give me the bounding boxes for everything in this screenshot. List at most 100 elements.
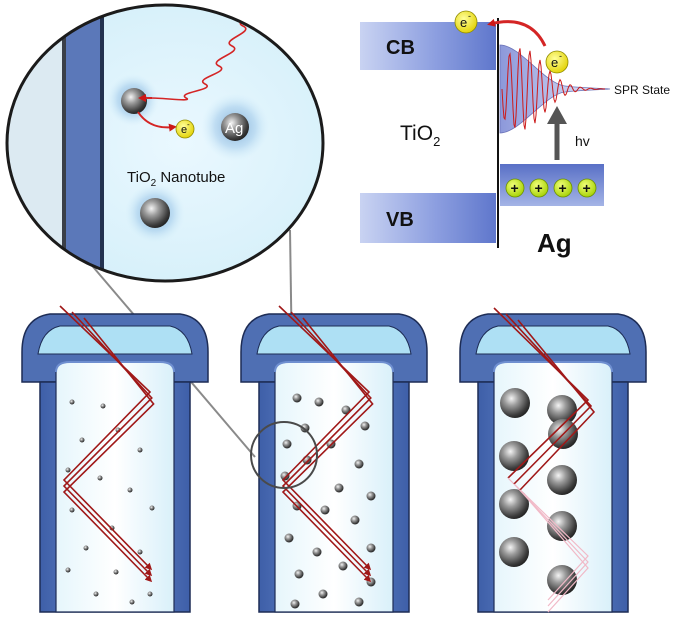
ag-particle-18 — [129, 599, 135, 605]
ag-particle-8 — [354, 459, 364, 469]
ag-particle-7 — [499, 537, 529, 567]
ag-particle-5 — [499, 489, 529, 519]
nanotube-small-particles — [21, 305, 209, 613]
conduction-band — [360, 22, 496, 70]
ag-particle-1 — [292, 393, 302, 403]
ray-3 — [281, 317, 374, 583]
ag-particle-18 — [366, 543, 376, 553]
spr-label: SPR State — [614, 83, 670, 97]
ray-1 — [59, 305, 153, 571]
svg-text:+: + — [559, 180, 567, 196]
electron-transfer-arrow — [487, 18, 547, 47]
ag-particle-17 — [147, 591, 153, 597]
ray-3 — [517, 319, 596, 491]
ag-particle-17 — [312, 547, 322, 557]
ag-particle — [140, 198, 170, 228]
ray-faded-2 — [513, 483, 589, 607]
ag-particle-10 — [280, 471, 290, 481]
svg-text:+: + — [583, 180, 591, 196]
ag-particle-1 — [69, 399, 75, 405]
hv-label: hv — [575, 133, 590, 149]
svg-text:e: e — [460, 15, 467, 30]
ag-particles — [65, 399, 155, 605]
svg-text:TiO2 Nanotube: TiO2 Nanotube — [127, 169, 225, 189]
ag-particle-14 — [320, 505, 330, 515]
hole-1: + — [505, 178, 525, 198]
magnifier-circle — [250, 421, 318, 489]
tube-wall-inset — [66, 5, 102, 281]
ag-particle-1 — [500, 388, 530, 418]
ag-particle-13 — [137, 549, 143, 555]
ag-particle-2 — [314, 397, 324, 407]
light-wave — [149, 5, 259, 101]
valence-band — [360, 193, 496, 243]
zoom-inset: e - Ag TiO2 Nanotube — [5, 3, 325, 283]
nanotube-medium-particles — [240, 305, 428, 613]
tube-channel — [55, 361, 175, 613]
ray-2 — [281, 311, 372, 577]
ag-particle-2 — [100, 403, 106, 409]
electron-sup: - — [187, 120, 190, 129]
ag-particle-16 — [284, 533, 294, 543]
ag-particle-15 — [350, 515, 360, 525]
ag-particle-12 — [366, 491, 376, 501]
ray-2 — [62, 311, 153, 577]
ag-particle-5 — [137, 447, 143, 453]
cb-label: CB — [386, 37, 415, 59]
ag-particle-23 — [354, 597, 364, 607]
ag-particle — [121, 88, 147, 114]
ag-particle-8 — [547, 511, 577, 541]
tube-label: TiO2 Nanotube — [127, 169, 225, 189]
ag-particle-11 — [334, 483, 344, 493]
hole-group: + + + + — [505, 178, 597, 198]
hole-3: + — [553, 178, 573, 198]
ag-particle-labeled — [221, 113, 249, 141]
ag-particle-6 — [65, 467, 71, 473]
svg-text:-: - — [559, 51, 562, 61]
ag-particle-21 — [318, 589, 328, 599]
light-rays — [59, 305, 155, 583]
light-rays — [278, 305, 374, 583]
hole-4: + — [577, 178, 597, 198]
ag-particle-5 — [360, 421, 370, 431]
electron-badge-spr: e - — [545, 50, 569, 74]
ag-particle-14 — [65, 567, 71, 573]
ag-particle-3 — [499, 441, 529, 471]
electron-badge-inset: e - — [175, 119, 195, 139]
electron-badge-cb: e - — [454, 10, 478, 34]
ray-faded-1 — [507, 477, 589, 601]
light-rays — [493, 307, 596, 613]
ag-metal-label: Ag — [537, 228, 572, 258]
ray-1 — [278, 305, 372, 571]
svg-text:+: + — [511, 180, 519, 196]
svg-text:-: - — [468, 11, 471, 21]
vb-label: VB — [386, 209, 414, 231]
ag-particle-4 — [79, 437, 85, 443]
ag-particle-7 — [97, 475, 103, 481]
ag-particle-15 — [113, 569, 119, 575]
ray-1 — [493, 307, 590, 479]
ag-particle-8 — [127, 487, 133, 493]
ag-particle-6 — [282, 439, 292, 449]
ag-particle-9 — [302, 455, 312, 465]
band-diagram: CB VB TiO2 + + + + Ag SPR State hv e - e - — [360, 10, 670, 258]
ag-particle-10 — [149, 505, 155, 511]
ray-2 — [505, 313, 593, 485]
ag-particle-9 — [69, 507, 75, 513]
svg-text:+: + — [535, 180, 543, 196]
ag-particle-6 — [547, 465, 577, 495]
ag-particle-24 — [290, 599, 300, 609]
ag-label: Ag — [225, 120, 243, 137]
ray-3 — [62, 317, 155, 583]
svg-text:e: e — [551, 55, 558, 70]
ag-particle-16 — [93, 591, 99, 597]
nanotube-large-particles — [459, 307, 647, 613]
spr-oscillation — [501, 48, 605, 130]
ag-particle-19 — [338, 561, 348, 571]
ag-particle-12 — [83, 545, 89, 551]
tio2-label: TiO2 — [400, 122, 440, 149]
hole-2: + — [529, 178, 549, 198]
ag-particle-20 — [294, 569, 304, 579]
electron-label: e — [181, 124, 187, 136]
